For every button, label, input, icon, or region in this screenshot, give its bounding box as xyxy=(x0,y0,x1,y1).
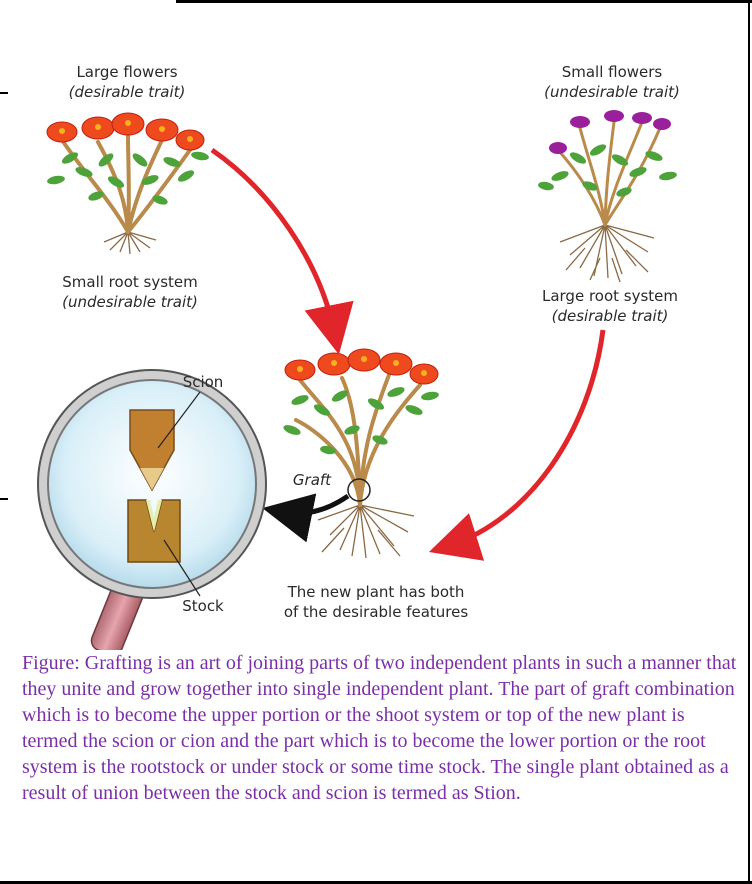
arrow-shoot-to-graft xyxy=(212,150,335,335)
small-flowers-trait-text: (undesirable trait) xyxy=(524,82,700,102)
large-root-trait-text: (desirable trait) xyxy=(512,306,708,326)
arrow-root-to-graft xyxy=(448,330,603,546)
plant-large-flowers-small-roots xyxy=(46,113,209,254)
plant-grafted xyxy=(282,349,439,558)
label-graft: Graft xyxy=(282,470,342,490)
graft-text: Graft xyxy=(282,470,342,490)
label-scion: Scion xyxy=(168,372,238,392)
arrow-graft-to-magnifier xyxy=(282,496,348,513)
label-result: The new plant has both of the desirable … xyxy=(256,582,496,622)
stock-text: Stock xyxy=(168,596,238,616)
scion-text: Scion xyxy=(168,372,238,392)
label-small-root: Small root system (undesirable trait) xyxy=(30,272,230,312)
small-root-text: Small root system xyxy=(30,272,230,292)
figure-caption: Figure: Grafting is an art of joining pa… xyxy=(22,650,737,806)
small-root-trait-text: (undesirable trait) xyxy=(30,292,230,312)
label-stock: Stock xyxy=(168,596,238,616)
large-flowers-trait-text: (desirable trait) xyxy=(42,82,212,102)
label-large-root: Large root system (desirable trait) xyxy=(512,286,708,326)
label-large-flowers: Large flowers (desirable trait) xyxy=(42,62,212,102)
large-flowers-text: Large flowers xyxy=(42,62,212,82)
label-small-flowers: Small flowers (undesirable trait) xyxy=(524,62,700,102)
small-flowers-text: Small flowers xyxy=(524,62,700,82)
plant-small-flowers-large-roots xyxy=(537,110,677,282)
result-line-1: The new plant has both xyxy=(256,582,496,602)
result-line-2: of the desirable features xyxy=(256,602,496,622)
large-root-text: Large root system xyxy=(512,286,708,306)
